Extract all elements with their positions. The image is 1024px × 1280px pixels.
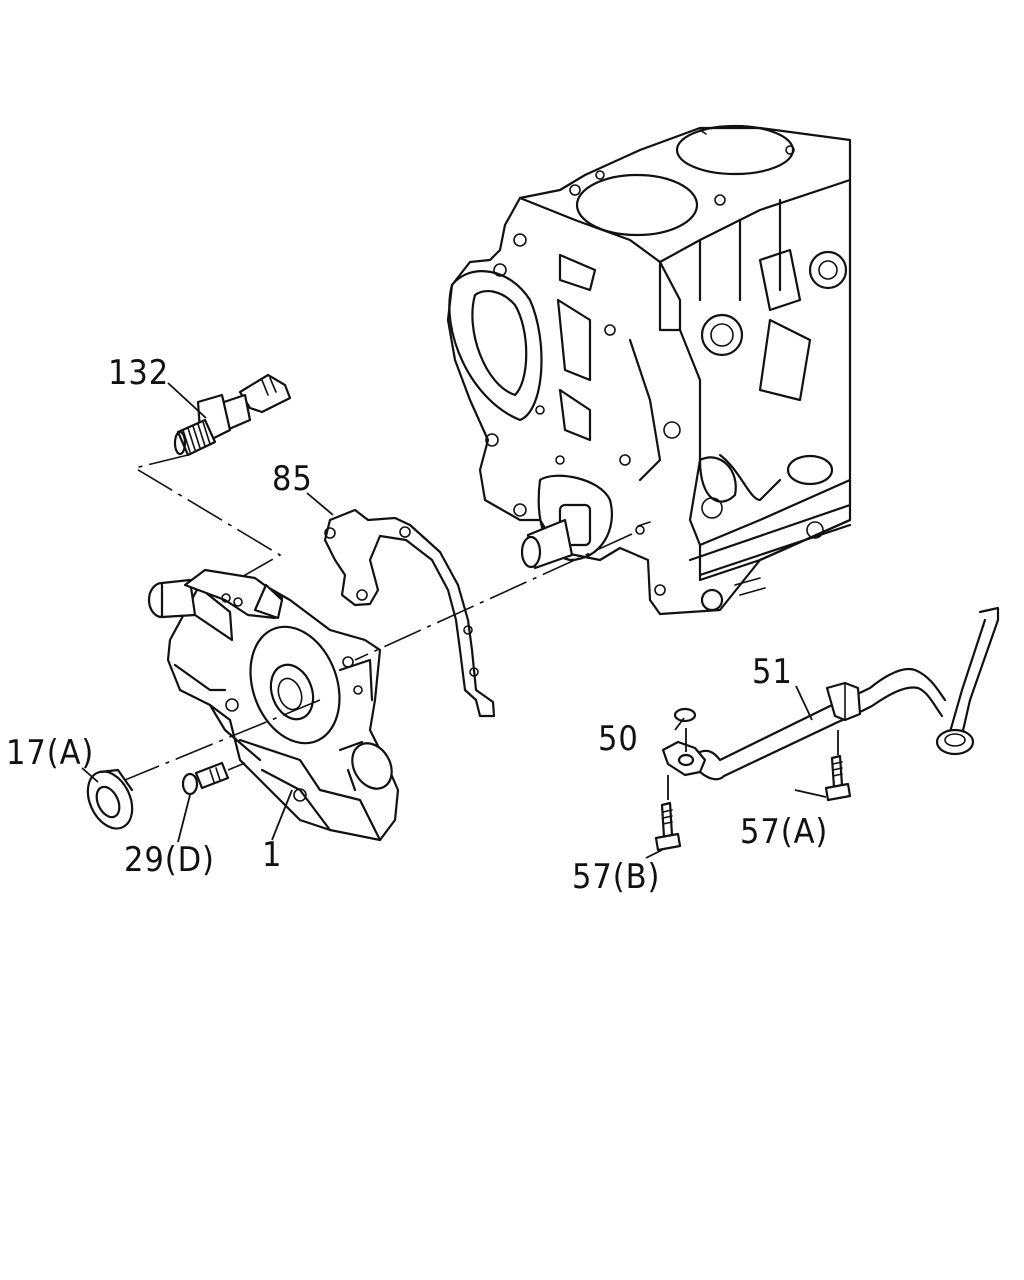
oil-pipe-icon — [661, 606, 1000, 781]
callout-17a: 17(A) — [6, 733, 95, 773]
callout-51: 51 — [752, 652, 793, 692]
callout-57b: 57(B) — [572, 857, 661, 897]
o-ring-icon — [673, 707, 697, 723]
oil-pump-icon — [147, 568, 400, 842]
callout-1: 1 — [262, 835, 283, 875]
callout-57a: 57(A) — [740, 812, 829, 852]
callout-132: 132 — [108, 353, 170, 393]
callout-50: 50 — [598, 719, 639, 759]
callout-29d: 29(D) — [124, 840, 215, 880]
bolt-icon — [824, 754, 852, 802]
oil-pressure-switch-icon — [173, 373, 292, 457]
oil-seal-icon — [86, 768, 134, 830]
callout-85: 85 — [272, 459, 313, 499]
bolt-icon — [654, 801, 682, 852]
gasket-icon — [323, 508, 496, 718]
bolt-icon — [181, 761, 230, 796]
engine-block-icon — [446, 124, 852, 616]
